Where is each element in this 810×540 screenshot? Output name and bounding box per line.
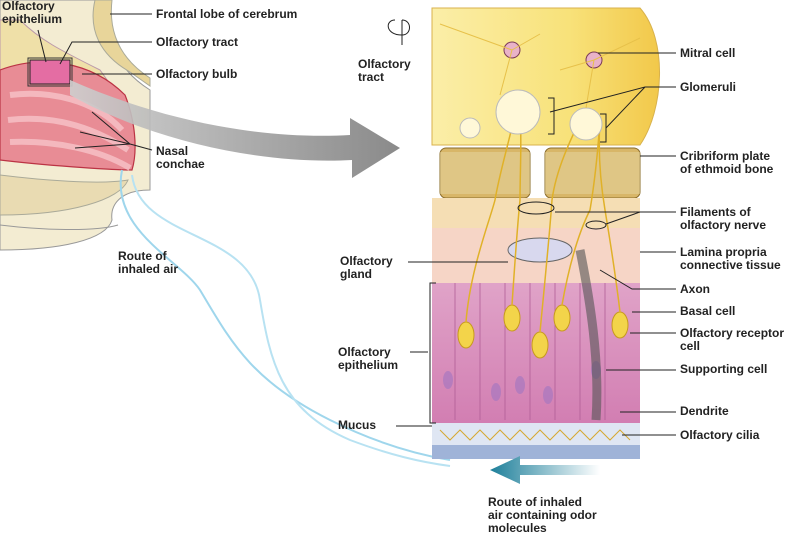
label-filaments: Filaments of olfactory nerve	[680, 205, 767, 232]
label-olfactory-cilia: Olfactory cilia	[680, 428, 760, 442]
label-route-odor: Route of inhaled air containing odor mol…	[488, 495, 597, 535]
air-flow-arrow	[490, 456, 600, 484]
label-olfactory-tract-right: Olfactory tract	[358, 57, 411, 84]
label-olfactory-gland: Olfactory gland	[340, 254, 393, 281]
label-glomeruli: Glomeruli	[680, 80, 737, 94]
label-olfactory-epithelium-large: Olfactory epithelium	[338, 345, 399, 372]
label-dendrite: Dendrite	[680, 404, 729, 418]
label-supporting-cell: Supporting cell	[680, 362, 768, 376]
label-mitral-cell: Mitral cell	[680, 46, 736, 60]
label-mucus: Mucus	[338, 418, 377, 432]
label-olfactory-bulb: Olfactory bulb	[156, 67, 238, 81]
air-route-line-1	[119, 169, 451, 461]
magnified-panel	[429, 7, 660, 459]
label-olfactory-receptor-cell: Olfactory receptor cell	[680, 326, 785, 353]
leader-lines	[37, 13, 676, 436]
label-axon: Axon	[680, 282, 710, 296]
zoom-arrow	[70, 80, 400, 178]
label-frontal-lobe: Frontal lobe of cerebrum	[156, 7, 298, 21]
label-route-inhaled-air: Route of inhaled air	[118, 249, 179, 276]
label-olfactory-epithelium-small: Olfactory epithelium	[2, 0, 63, 26]
label-nasal-conchae: Nasal conchae	[156, 144, 205, 171]
label-lamina-propria: Lamina propria connective tissue	[680, 245, 781, 272]
head-section	[0, 0, 151, 251]
label-cribriform-plate: Cribriform plate of ethmoid bone	[680, 149, 774, 176]
label-basal-cell: Basal cell	[680, 304, 736, 318]
label-olfactory-tract-left: Olfactory tract	[156, 35, 239, 49]
air-route-line-2	[131, 174, 451, 467]
